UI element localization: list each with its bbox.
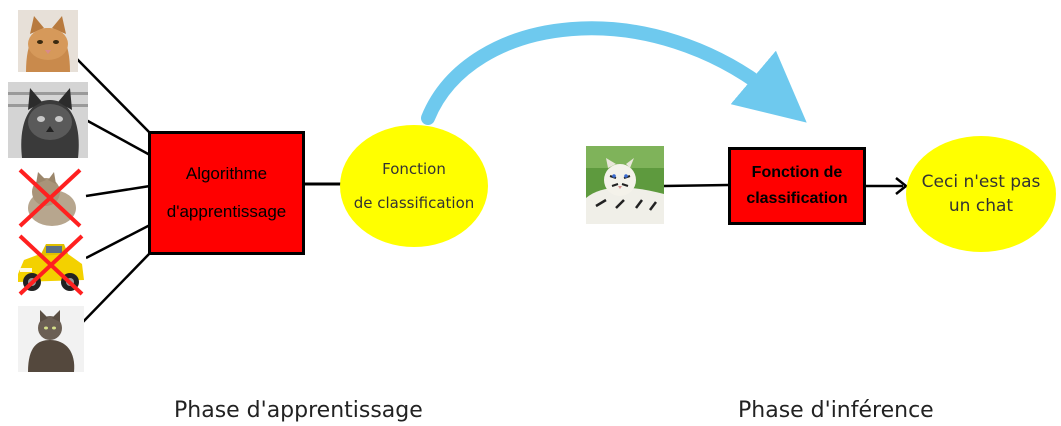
learning-algorithm-label-line1: Algorithme	[185, 164, 268, 183]
reject-cross-b	[18, 234, 84, 296]
inference-result-line1: Ceci n'est pas	[921, 172, 1041, 192]
sample-link-2	[85, 118, 151, 157]
classification-function-box-line1: Fonction de	[751, 164, 843, 181]
input-to-function-link	[663, 183, 729, 188]
sample-link-4	[85, 223, 151, 260]
learning-algorithm-box: Algorithme d'apprentissage	[148, 131, 305, 255]
sample-link-1	[75, 57, 151, 134]
reject-cross-b	[18, 168, 82, 228]
inference-input-image	[586, 146, 664, 224]
sample-image-1	[18, 10, 78, 72]
classification-function-box-line2: classification	[746, 190, 848, 207]
sample-link-3	[85, 184, 151, 198]
sample-image-2	[8, 82, 88, 158]
classification-function-ellipse: Fonction de classification	[340, 125, 488, 247]
inference-result-line2: un chat	[948, 196, 1014, 216]
inference-result-ellipse: Ceci n'est pas un chat	[906, 136, 1056, 252]
training-phase-caption: Phase d'apprentissage	[174, 398, 423, 423]
classification-function-line1: Fonction	[382, 160, 446, 178]
learning-algorithm-label-line2: d'apprentissage	[166, 202, 287, 221]
sample-image-5	[18, 306, 84, 372]
inference-phase-caption: Phase d'inférence	[738, 398, 934, 423]
classification-function-line2: de classification	[353, 194, 475, 212]
transfer-arrow	[421, 21, 807, 125]
classification-function-box: Fonction de classification	[728, 147, 866, 225]
sample-image-3	[16, 166, 84, 230]
sample-image-4	[16, 232, 86, 298]
sample-link-5	[79, 252, 151, 326]
